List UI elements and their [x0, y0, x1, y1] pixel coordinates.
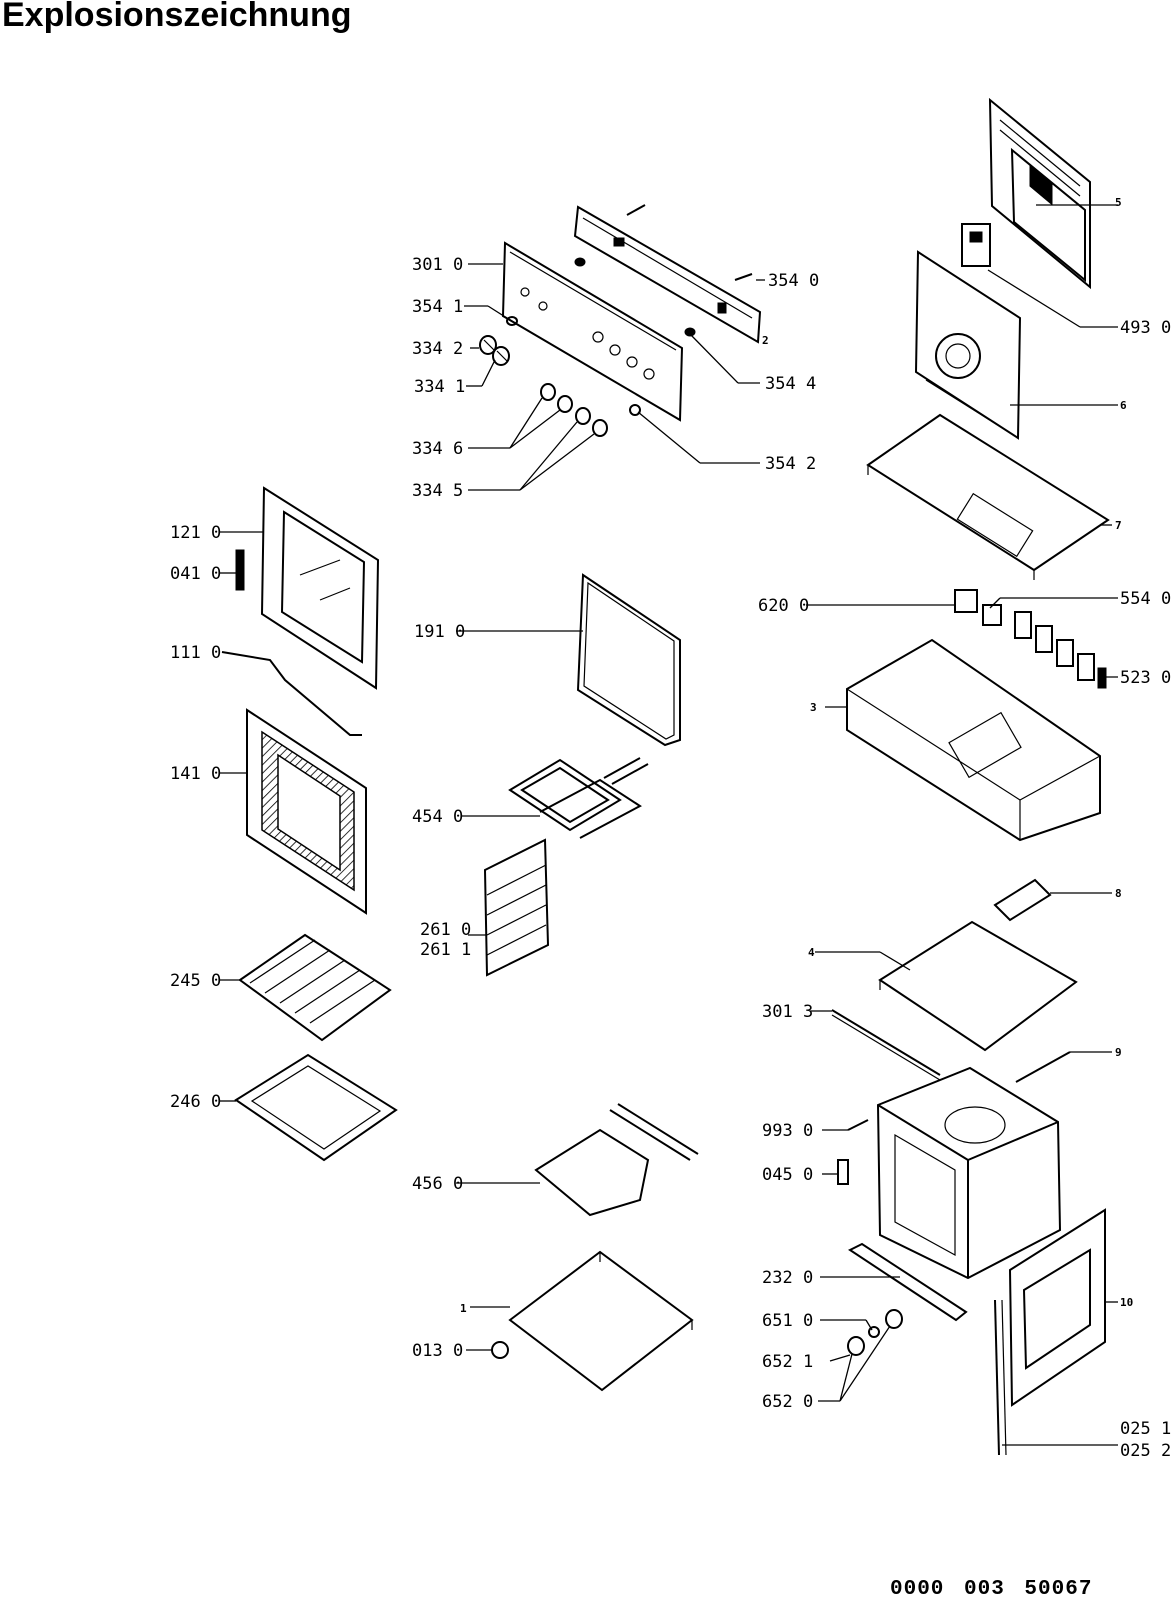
callout-7: 7 — [1115, 519, 1122, 532]
callout-523-0: 523 0 — [1120, 668, 1171, 688]
control-box-group — [806, 589, 1118, 842]
control-panel-group — [464, 204, 765, 491]
callout-454-0: 454 0 — [412, 807, 463, 827]
callout-493-0: 493 0 — [1120, 318, 1171, 338]
callout-3: 3 — [810, 701, 817, 714]
back-panels-group — [866, 97, 1118, 580]
knob-icon — [479, 335, 497, 355]
callout-456-0: 456 0 — [412, 1174, 463, 1194]
callout-121-0: 121 0 — [170, 523, 221, 543]
callout-246-0: 246 0 — [170, 1092, 221, 1112]
callout-620-0: 620 0 — [758, 596, 809, 616]
callout-045-0: 045 0 — [762, 1165, 813, 1185]
callout-041-0: 041 0 — [170, 564, 221, 584]
callout-993-0: 993 0 — [762, 1121, 813, 1141]
housing-group — [810, 878, 1118, 1456]
callout-354-4: 354 4 — [765, 374, 816, 394]
callout-111-0: 111 0 — [170, 643, 221, 663]
callout-261-0: 261 0 — [420, 920, 471, 940]
callout-354-2: 354 2 — [765, 454, 816, 474]
callout-2: 2 — [762, 334, 769, 347]
door-group — [220, 486, 380, 915]
callout-652-1: 652 1 — [762, 1352, 813, 1372]
callout-245-0: 245 0 — [170, 971, 221, 991]
callout-141-0: 141 0 — [170, 764, 221, 784]
knob-icon — [492, 346, 510, 366]
callout-652-0: 652 0 — [762, 1392, 813, 1412]
callout-334-5: 334 5 — [412, 481, 463, 501]
document-number: 0000 003 50067 — [890, 1578, 1093, 1601]
callout-6: 6 — [1120, 399, 1127, 412]
callout-9: 9 — [1115, 1046, 1122, 1059]
callout-025-1: 025 1 — [1120, 1419, 1171, 1439]
callout-334-2: 334 2 — [412, 339, 463, 359]
callout-261-1: 261 1 — [420, 940, 471, 960]
page-title: Explosionszeichnung — [2, 0, 352, 34]
callout-651-0: 651 0 — [762, 1311, 813, 1331]
callout-1: 1 — [460, 1302, 467, 1315]
callout-8: 8 — [1115, 887, 1122, 900]
callout-191-0: 191 0 — [414, 622, 465, 642]
callout-354-0: 354 0 — [768, 271, 819, 291]
callout-334-1: 334 1 — [414, 377, 465, 397]
callout-334-6: 334 6 — [412, 439, 463, 459]
callout-554-0: 554 0 — [1120, 589, 1171, 609]
callout-301-0: 301 0 — [412, 255, 463, 275]
callout-301-3: 301 3 — [762, 1002, 813, 1022]
interior-parts-group — [456, 573, 699, 1392]
callout-10: 10 — [1120, 1296, 1133, 1309]
tray-group — [220, 933, 398, 1162]
callout-4: 4 — [808, 946, 815, 959]
callout-5: 5 — [1115, 196, 1122, 209]
callout-354-1: 354 1 — [412, 297, 463, 317]
callout-232-0: 232 0 — [762, 1268, 813, 1288]
callout-025-2: 025 2 — [1120, 1441, 1171, 1461]
callout-013-0: 013 0 — [412, 1341, 463, 1361]
